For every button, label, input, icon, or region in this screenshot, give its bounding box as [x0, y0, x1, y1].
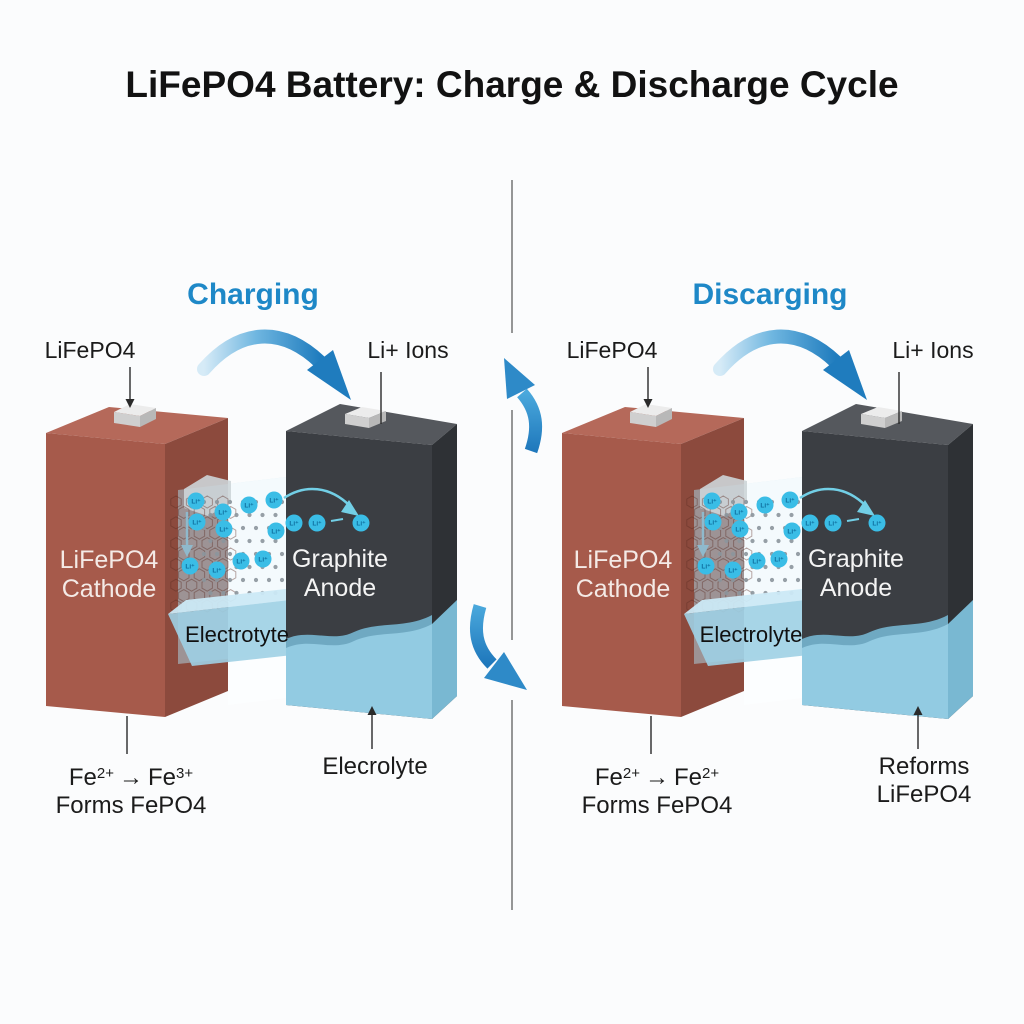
li-ion: Li⁺: [801, 514, 819, 532]
svg-text:Li⁺: Li⁺: [708, 519, 718, 526]
svg-text:Li⁺: Li⁺: [185, 563, 195, 570]
li-ion: Li⁺: [187, 492, 205, 510]
cycle-arrow-up: [504, 358, 543, 454]
li-ion: Li⁺: [824, 514, 842, 532]
svg-text:Li⁺: Li⁺: [191, 498, 201, 505]
reaction-equation: Fe2+→Fe3+: [68, 764, 194, 791]
page-title: LiFePO4 Battery: Charge & Discharge Cycl…: [125, 64, 899, 105]
svg-text:Li⁺: Li⁺: [271, 528, 281, 535]
svg-text:Li⁺: Li⁺: [289, 520, 299, 527]
svg-text:Li⁺: Li⁺: [218, 509, 228, 516]
svg-text:Li⁺: Li⁺: [236, 558, 246, 565]
reaction-result: Forms FePO4: [55, 792, 207, 819]
svg-text:Li⁺: Li⁺: [701, 563, 711, 570]
li-ion: Li⁺: [308, 514, 326, 532]
li-ion: Li⁺: [756, 496, 774, 514]
li-ions: Li⁺ Li⁺ Li⁺ Li⁺ Li⁺ Li⁺ Li⁺ Li⁺ Li⁺ Li⁺ Li⁺ Li⁺ Li⁺ L…: [181, 491, 370, 579]
reaction-arrow: →: [645, 764, 669, 791]
charge-flow-arrow: [713, 329, 867, 400]
anode-submerged-side: [432, 600, 457, 719]
svg-text:Li⁺: Li⁺: [734, 509, 744, 516]
anode-box-label: Graphite Anode: [292, 545, 388, 602]
li-ions-callout-label: Li+ Ions: [367, 337, 449, 363]
svg-text:Li⁺: Li⁺: [787, 528, 797, 535]
anode-box-label: Graphite Anode: [808, 545, 904, 602]
svg-text:Li⁺: Li⁺: [192, 519, 202, 526]
reaction-summary: Fe2+→Fe2+ Forms FePO4: [542, 760, 772, 820]
leader-lines: [643, 367, 923, 754]
li-ion: Li⁺: [188, 513, 206, 531]
cycle-arrow-down: [469, 604, 527, 690]
li-ion: Li⁺: [868, 514, 886, 532]
anode-submerged-side: [948, 600, 973, 719]
li-ion: Li⁺: [232, 552, 250, 570]
cathode-callout-label: LiFePO4: [566, 337, 658, 363]
li-ion: Li⁺: [748, 552, 766, 570]
li-ion: Li⁺: [703, 492, 721, 510]
svg-text:Li⁺: Li⁺: [805, 520, 815, 527]
svg-text:Li⁺: Li⁺: [728, 567, 738, 574]
svg-text:Li⁺: Li⁺: [735, 526, 745, 533]
svg-text:Li⁺: Li⁺: [269, 497, 279, 504]
svg-text:Li⁺: Li⁺: [356, 520, 366, 527]
anode-note: Elecrolyte: [322, 753, 428, 780]
li-ion: Li⁺: [352, 514, 370, 532]
anode-submerged-front: [802, 624, 948, 719]
charge-flow-arrow: [197, 329, 351, 400]
li-ion: Li⁺: [181, 557, 199, 575]
panel-header-discharging: Discarging: [692, 278, 848, 311]
li-ion: Li⁺: [783, 522, 801, 540]
li-ions: Li⁺ Li⁺ Li⁺ Li⁺ Li⁺ Li⁺ Li⁺ Li⁺ Li⁺ Li⁺ Li⁺ Li⁺ Li⁺ L…: [697, 491, 886, 579]
reaction-arrow: →: [119, 764, 143, 791]
leader-lines: [125, 367, 382, 754]
svg-text:Li⁺: Li⁺: [752, 558, 762, 565]
electrolyte-slab-label: Electrolyte: [699, 622, 803, 647]
li-ion: Li⁺: [704, 513, 722, 531]
li-ion: Li⁺: [731, 520, 749, 538]
svg-text:Li⁺: Li⁺: [707, 498, 717, 505]
li-ion: Li⁺: [214, 503, 232, 521]
svg-text:Li⁺: Li⁺: [212, 567, 222, 574]
anode-box: [286, 404, 457, 719]
li-ion: Li⁺: [724, 561, 742, 579]
svg-text:Li⁺: Li⁺: [312, 520, 322, 527]
svg-text:Li⁺: Li⁺: [785, 497, 795, 504]
electrolyte-slab-label: Electrotyte: [185, 622, 289, 647]
anode-note: Reforms LiFePO4: [876, 753, 972, 808]
li-ion: Li⁺: [770, 550, 788, 568]
svg-text:Li⁺: Li⁺: [244, 502, 254, 509]
cathode-box-label: LiFePO4 Cathode: [573, 546, 673, 603]
li-ion: Li⁺: [781, 491, 799, 509]
anode-box: [802, 404, 973, 719]
svg-text:Li⁺: Li⁺: [219, 526, 229, 533]
anode-submerged-front: [286, 624, 432, 719]
li-ions-callout-label: Li+ Ions: [892, 337, 974, 363]
cathode-callout-label: LiFePO4: [44, 337, 136, 363]
li-ion: Li⁺: [240, 496, 258, 514]
svg-text:Li⁺: Li⁺: [258, 556, 268, 563]
li-ion: Li⁺: [267, 522, 285, 540]
ion-flow-arrow: [181, 487, 359, 557]
reaction-summary: Fe2+→Fe3+ Forms FePO4: [16, 760, 246, 820]
svg-text:Li⁺: Li⁺: [872, 520, 882, 527]
svg-text:Li⁺: Li⁺: [774, 556, 784, 563]
li-ion: Li⁺: [208, 561, 226, 579]
reaction-result: Forms FePO4: [581, 792, 733, 819]
svg-text:Li⁺: Li⁺: [760, 502, 770, 509]
li-ion: Li⁺: [215, 520, 233, 538]
ion-flow-arrow: [697, 487, 875, 557]
li-ion: Li⁺: [697, 557, 715, 575]
panel-header-charging: Charging: [187, 278, 319, 311]
svg-text:Li⁺: Li⁺: [828, 520, 838, 527]
cathode-box-label: LiFePO4 Cathode: [59, 546, 159, 603]
li-ion: Li⁺: [254, 550, 272, 568]
li-ion: Li⁺: [730, 503, 748, 521]
li-ion: Li⁺: [285, 514, 303, 532]
reaction-equation: Fe2+→Fe2+: [594, 764, 720, 791]
li-ion: Li⁺: [265, 491, 283, 509]
